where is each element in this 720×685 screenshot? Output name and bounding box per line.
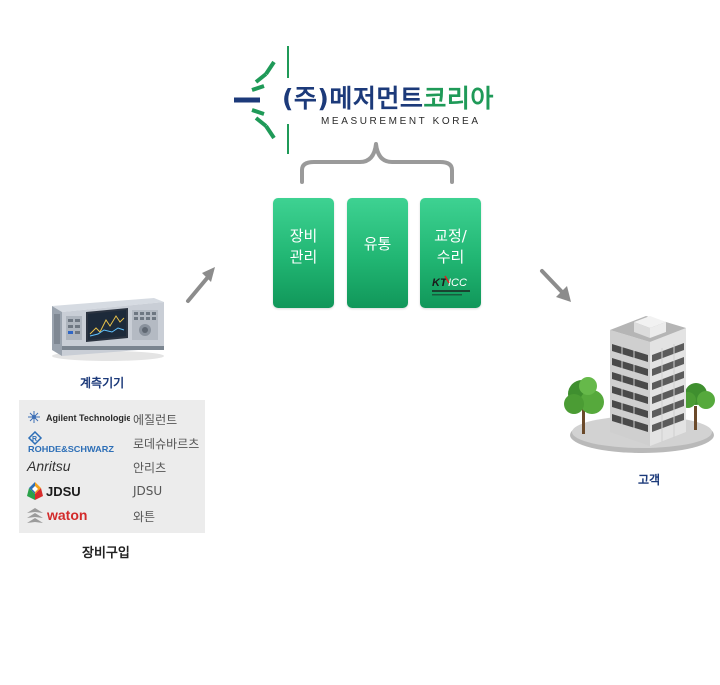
vendor-logo-text: JDSU <box>46 484 81 499</box>
svg-text:KT: KT <box>432 277 448 289</box>
vendor-name: JDSU <box>133 484 163 498</box>
service-label-line1: 교정/ <box>434 227 467 245</box>
svg-text:ICC: ICC <box>448 277 467 289</box>
vendor-name: 안리츠 <box>133 461 167 475</box>
service-label-line1: 유통 <box>363 235 392 253</box>
service-label-line1: 장비 <box>289 227 318 245</box>
service-label-line2: 수리 <box>436 248 465 266</box>
list-item: JDSU JDSU <box>19 480 205 502</box>
customer-label: 고객 <box>638 473 661 487</box>
company-name-part2: 코리아 <box>423 84 494 113</box>
service-label-line2: 관리 <box>289 248 318 266</box>
list-item: R ROHDE&SCHWARZ 로데슈바르츠 <box>19 431 205 453</box>
service-box-calibration-repair: 교정/ 수리 KT ICC <box>420 198 481 308</box>
vendor-list: Agilent Technologies 에질런트 R ROHDE&SCHWAR… <box>19 400 205 533</box>
rohde-schwarz-logo-icon: R ROHDE&SCHWARZ <box>27 431 114 453</box>
measurement-instrument-icon <box>52 298 164 361</box>
arrow-up-right-icon <box>186 267 215 303</box>
vendor-name: 와튼 <box>133 510 156 524</box>
list-item: Anritsu 안리츠 <box>19 455 205 477</box>
kt-icc-logo-icon: KT ICC <box>432 275 470 296</box>
anritsu-logo-icon: Anritsu <box>26 458 71 474</box>
vendor-logo-text: Anritsu <box>26 458 71 474</box>
list-item: waton 와튼 <box>19 504 205 526</box>
service-box-equipment-management: 장비 관리 <box>273 198 334 308</box>
logo-burst-icon <box>234 46 289 154</box>
vendor-logo-text: ROHDE&SCHWARZ <box>28 444 114 453</box>
arrow-down-right-icon <box>540 269 571 302</box>
svg-text:R: R <box>32 436 37 443</box>
purchase-label: 장비구입 <box>82 546 130 561</box>
vendor-logo-text: Agilent Technologies <box>46 413 130 423</box>
list-item: Agilent Technologies 에질런트 <box>19 407 205 429</box>
waton-logo-icon: waton <box>27 507 87 523</box>
service-box-distribution: 유통 <box>347 198 408 308</box>
company-subtitle: MEASUREMENT KOREA <box>321 116 481 127</box>
customer-building-icon <box>564 316 715 453</box>
instrument-label: 계측기기 <box>80 376 125 390</box>
curly-brace-icon <box>300 142 454 184</box>
vendor-logo-text: waton <box>46 507 87 523</box>
vendor-name: 로데슈바르츠 <box>133 437 200 451</box>
vendor-name: 에질런트 <box>133 413 178 427</box>
company-logo-text: (주)메저먼트코리아 <box>282 84 494 114</box>
agilent-logo-icon: Agilent Technologies <box>28 411 130 423</box>
company-name-part1: (주)메저먼트 <box>282 84 424 113</box>
jdsu-logo-icon: JDSU <box>27 482 81 500</box>
